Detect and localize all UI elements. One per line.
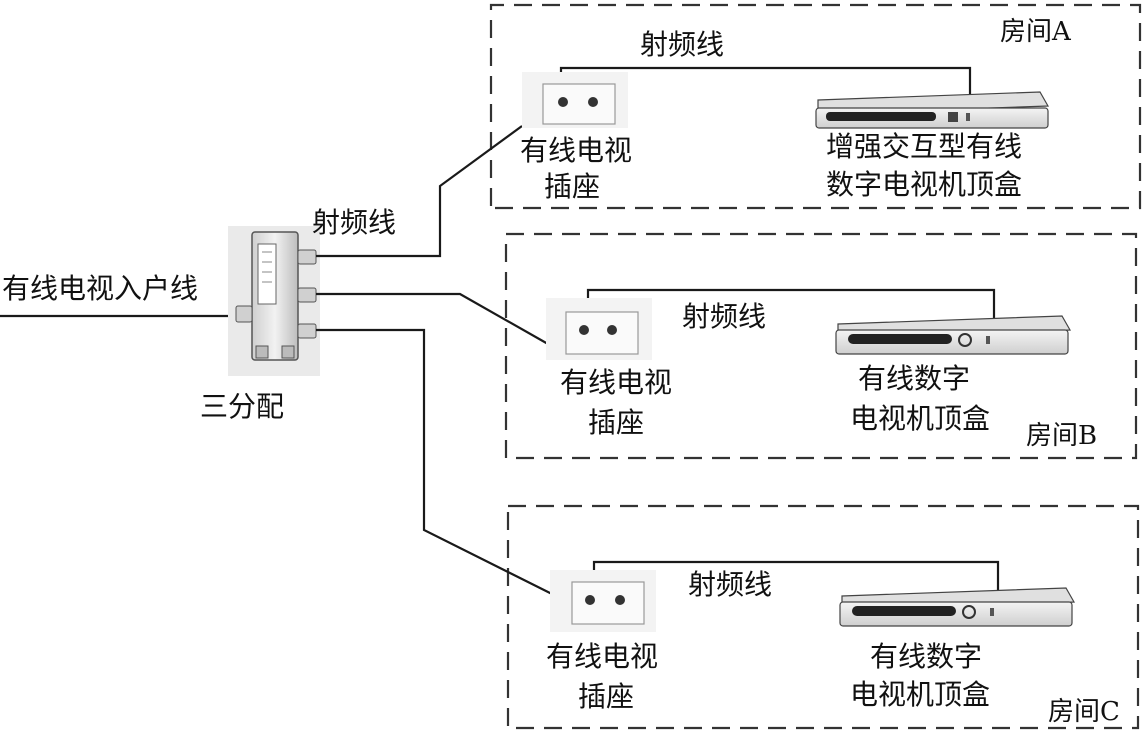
incoming-line-label: 有线电视入户线 — [2, 272, 198, 305]
room-b-boundary — [504, 232, 1138, 460]
room-a: 射频线 有线电视 插座 增强交互型有线 数字电视机顶盒 房间A — [520, 17, 1072, 203]
stb-label-line2-room-a: 数字电视机顶盒 — [826, 168, 1022, 201]
room-a-label: 房间A — [1000, 17, 1072, 47]
rf-cable-label-room-b: 射频线 — [682, 300, 766, 333]
room-a-boundary — [489, 3, 1142, 210]
outlet-label-line2-room-a: 插座 — [544, 170, 600, 203]
tv-outlet-room-c — [550, 570, 656, 632]
outlet-label-line1-room-a: 有线电视 — [520, 134, 632, 167]
rf-cable-splitter-to-room-c — [316, 328, 553, 595]
set-top-box-room-c — [839, 587, 1076, 627]
tv-outlet-room-b — [546, 298, 652, 360]
splitter-device — [228, 226, 320, 376]
stb-label-line1-room-b: 有线数字 — [858, 362, 970, 395]
set-top-box-room-a — [815, 91, 1050, 129]
rf-cable-splitter-to-room-a — [316, 125, 523, 258]
splitter-label: 三分配 — [200, 390, 284, 423]
rf-cable-label-splitter: 射频线 — [312, 206, 396, 239]
outlet-label-line1-room-b: 有线电视 — [560, 366, 672, 399]
room-b: 射频线 有线电视 插座 有线数字 电视机顶盒 房间B — [546, 288, 1097, 451]
stb-label-line1-room-a: 增强交互型有线 — [826, 130, 1022, 163]
stb-label-line2-room-c: 电视机顶盒 — [850, 678, 990, 711]
outlet-label-line2-room-b: 插座 — [588, 406, 644, 439]
stb-label-line1-room-c: 有线数字 — [870, 640, 982, 673]
stb-label-line2-room-b: 电视机顶盒 — [850, 402, 990, 435]
room-c-label: 房间C — [1048, 697, 1120, 727]
tv-outlet-room-a — [522, 72, 628, 128]
room-c-boundary — [506, 504, 1140, 730]
room-b-label: 房间B — [1026, 421, 1097, 451]
rf-cable-splitter-to-room-b — [316, 292, 549, 345]
room-c: 射频线 有线电视 插座 有线数字 电视机顶盒 房间C — [546, 560, 1120, 727]
outlet-label-line2-room-c: 插座 — [578, 680, 634, 713]
rf-cable-label-room-a: 射频线 — [640, 28, 724, 61]
outlet-label-line1-room-c: 有线电视 — [546, 640, 658, 673]
set-top-box-room-b — [835, 315, 1072, 355]
rf-cable-label-room-c: 射频线 — [688, 568, 772, 601]
